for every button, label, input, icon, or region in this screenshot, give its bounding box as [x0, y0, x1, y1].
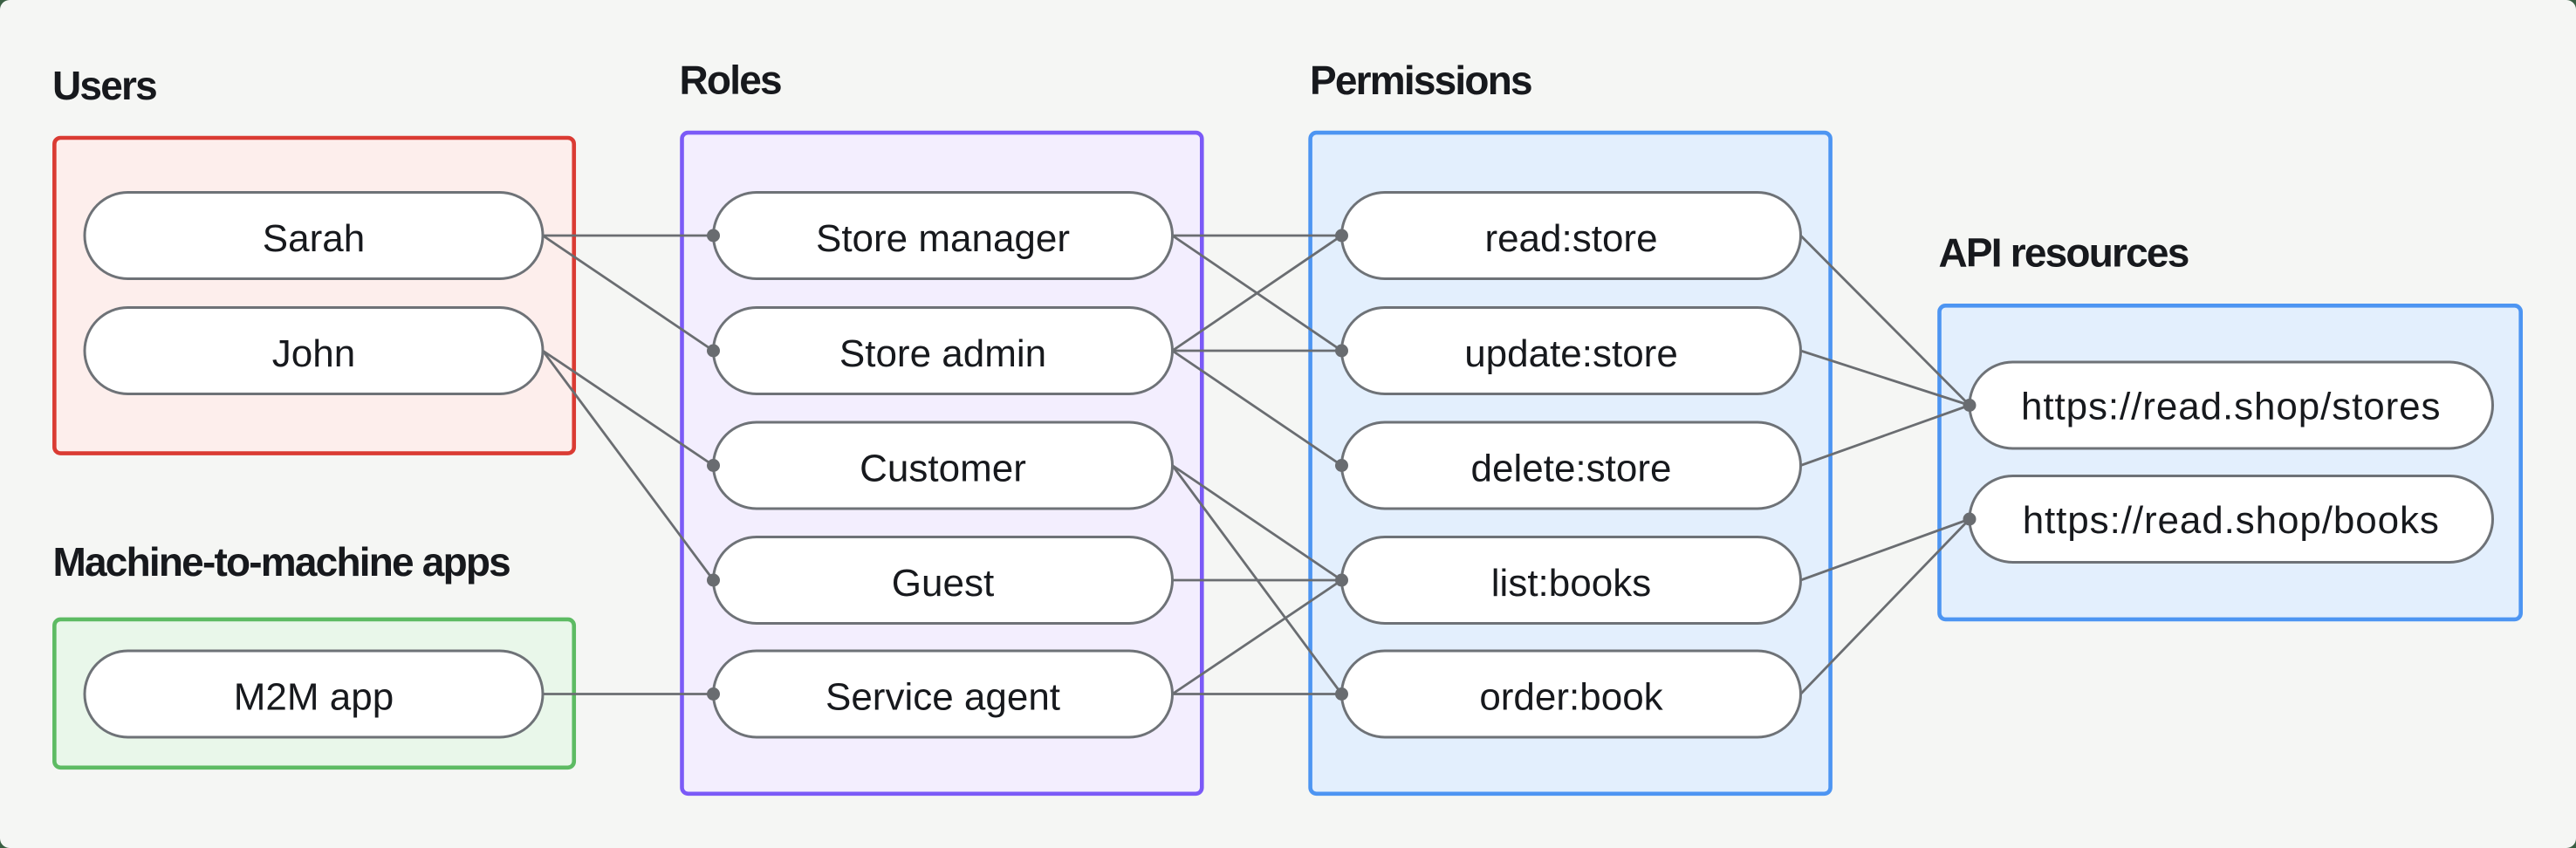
svg-text:Sarah: Sarah	[263, 217, 365, 260]
svg-text:API resources: API resources	[1939, 230, 2189, 276]
svg-text:M2M app: M2M app	[234, 676, 394, 719]
svg-text:Users: Users	[52, 63, 156, 108]
svg-text:Permissions: Permissions	[1310, 58, 1531, 103]
svg-text:update:store: update:store	[1464, 332, 1678, 375]
svg-text:John: John	[272, 332, 355, 375]
svg-text:Customer: Customer	[860, 448, 1026, 490]
svg-text:Machine-to-machine apps: Machine-to-machine apps	[53, 539, 510, 585]
svg-text:Store manager: Store manager	[816, 217, 1070, 260]
svg-text:Roles: Roles	[680, 58, 781, 103]
svg-text:Service agent: Service agent	[826, 676, 1060, 719]
svg-text:https://read.shop/books: https://read.shop/books	[2023, 499, 2440, 542]
svg-text:order:book: order:book	[1479, 676, 1663, 719]
svg-text:Store admin: Store admin	[839, 332, 1046, 375]
svg-text:delete:store: delete:store	[1471, 448, 1672, 490]
svg-text:https://read.shop/stores: https://read.shop/stores	[2021, 386, 2441, 428]
svg-text:list:books: list:books	[1491, 562, 1651, 605]
svg-text:Guest: Guest	[892, 562, 994, 605]
svg-text:read:store: read:store	[1484, 217, 1657, 260]
